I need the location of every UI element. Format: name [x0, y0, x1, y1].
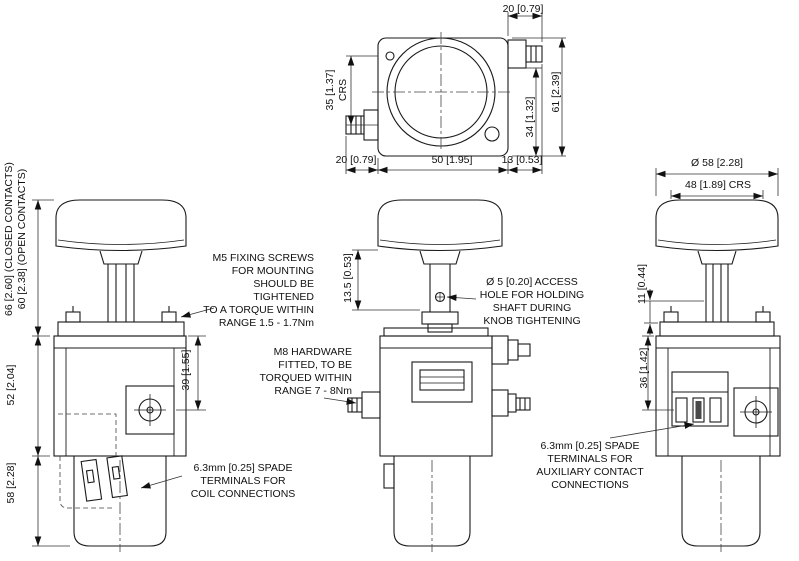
- dim-crs-48: 48 [1.89] CRS: [685, 179, 751, 191]
- top-view-centerlines: [372, 32, 512, 152]
- note-access-hole: Ø 5 [0.20] ACCESS HOLE FOR HOLDING SHAFT…: [479, 276, 585, 327]
- dim-body-52: 52 [2.04]: [5, 364, 17, 406]
- dim-open-contacts-60: 60 [2.38] (OPEN CONTACTS): [16, 168, 28, 310]
- dim-shaft-13-5: 13.5 [0.53]: [342, 253, 354, 303]
- note-aux-spade-terminals: 6.3mm [0.25] SPADE TERMINALS FOR AUXILIA…: [536, 440, 644, 491]
- dim-top-right-13: 13 [0.53]: [501, 154, 543, 166]
- side-view-linework: [655, 199, 781, 547]
- front-view-dimensions: [32, 199, 215, 547]
- front-view-hidden-lines: [58, 413, 117, 509]
- aux-spade-terminals: [675, 397, 722, 423]
- note-m5-fixing-screws: M5 FIXING SCREWS FOR MOUNTING SHOULD BE …: [203, 252, 314, 329]
- dim-top-height-34: 34 [1.32]: [524, 96, 536, 138]
- note-coil-spade-terminals: 6.3mm [0.25] SPADE TERMINALS FOR COIL CO…: [190, 462, 296, 500]
- coil-spade-terminals: [80, 455, 128, 502]
- note-m8-hardware: M8 HARDWARE FITTED, TO BE TORQUED WITHIN…: [259, 346, 352, 397]
- dim-top-crs-35: 35 [1.37] CRS: [324, 69, 349, 111]
- dim-top-width-20: 20 [0.79]: [502, 3, 544, 15]
- dim-top-left-20: 20 [0.79]: [335, 154, 377, 166]
- dim-closed-contacts-66: 66 [2.60] (CLOSED CONTACTS): [3, 162, 15, 316]
- center-view-dimensions: [323, 249, 477, 405]
- dim-aux-36: 36 [1.42]: [638, 347, 650, 389]
- dim-knob-diameter-58: Ø 58 [2.28]: [691, 157, 743, 169]
- center-view-linework: [347, 199, 531, 547]
- top-view-dimensions: [345, 12, 566, 174]
- side-view-dimensions: [609, 168, 779, 439]
- dim-top-height-61: 61 [2.39]: [550, 71, 562, 113]
- dim-boss-39: 39 [1.55]: [180, 349, 192, 391]
- dim-offset-11: 11 [0.44]: [636, 263, 648, 305]
- dim-base-58: 58 [2.28]: [5, 462, 17, 504]
- dim-top-width-50: 50 [1.95]: [431, 154, 473, 166]
- front-view-linework: [53, 199, 187, 547]
